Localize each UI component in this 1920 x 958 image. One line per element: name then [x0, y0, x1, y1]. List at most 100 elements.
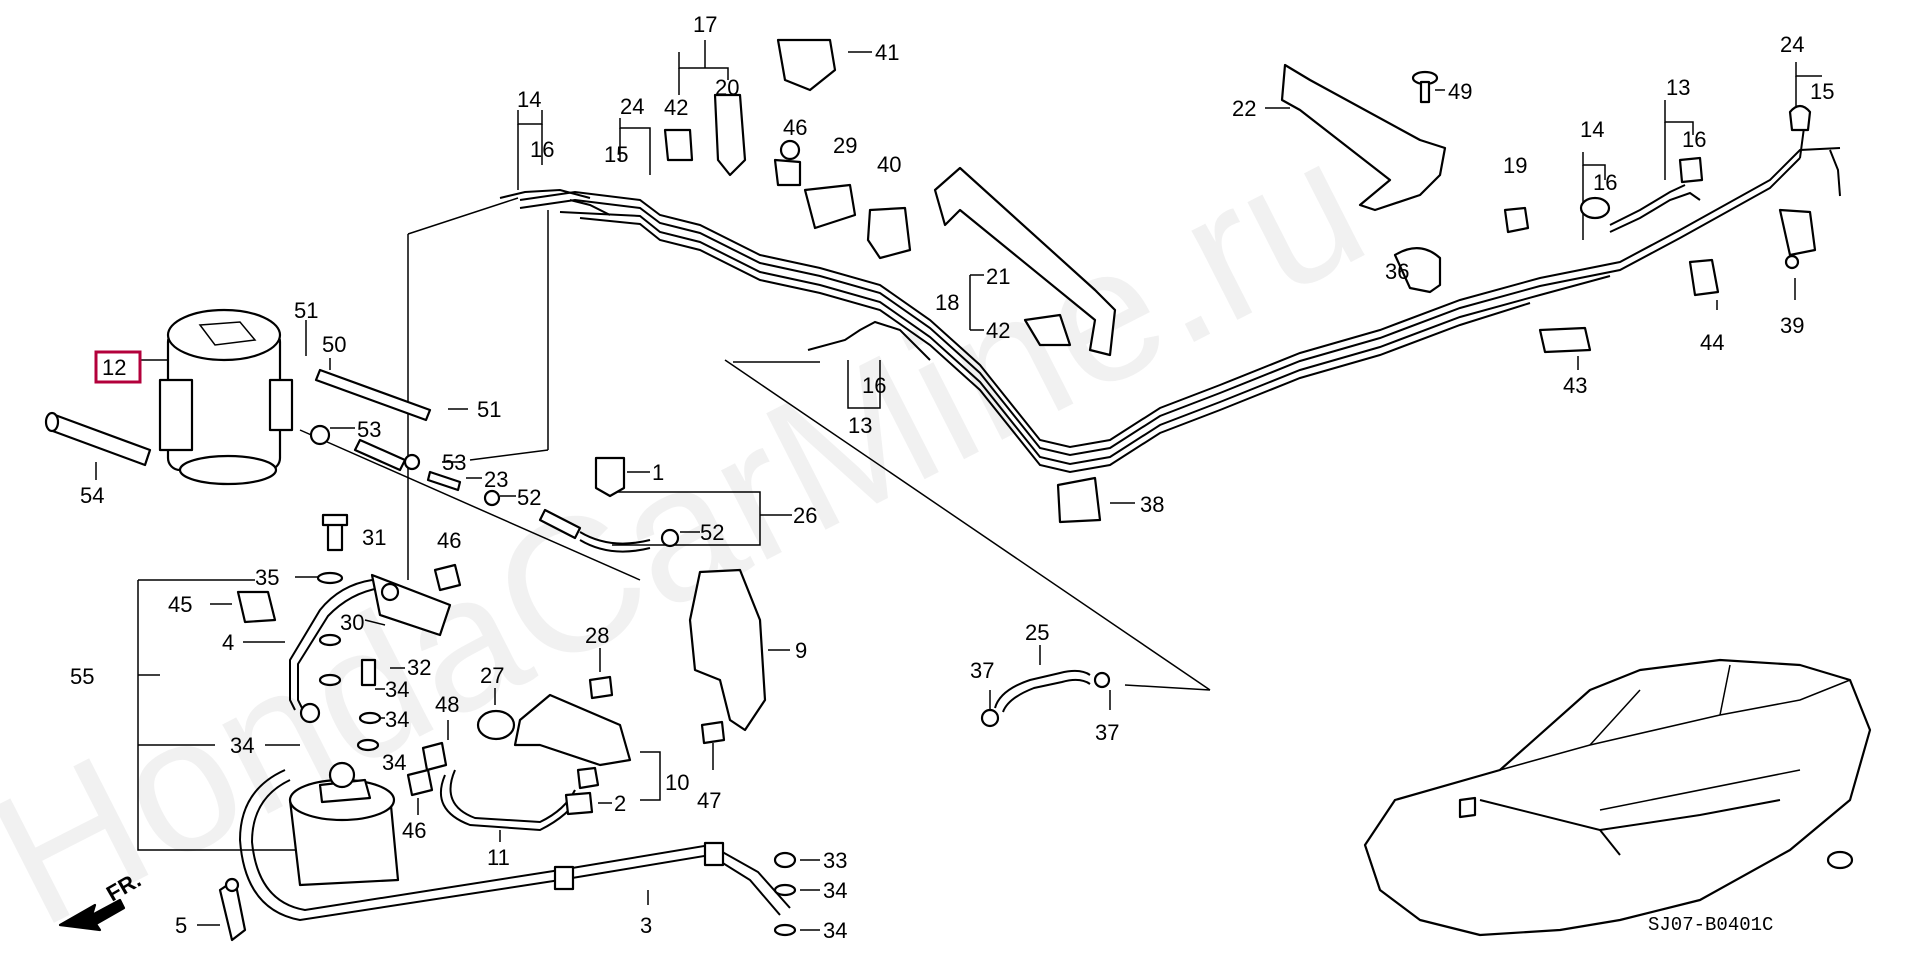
label-16: 16 — [530, 137, 554, 162]
band-11 — [440, 769, 581, 832]
label-13: 13 — [1666, 75, 1690, 100]
label-50: 50 — [322, 332, 346, 357]
label-41: 41 — [875, 40, 899, 65]
label-37: 37 — [1095, 720, 1119, 745]
label-31: 31 — [362, 525, 386, 550]
bolt-31 — [321, 513, 349, 552]
cushions — [476, 675, 614, 741]
bracket-21 — [933, 166, 1117, 357]
bracket-9 — [688, 568, 767, 732]
label-53: 53 — [357, 417, 381, 442]
hose-25 — [980, 669, 1111, 728]
label-15: 15 — [604, 142, 628, 167]
label-35: 35 — [255, 565, 279, 590]
label-54: 54 — [80, 483, 104, 508]
label-4: 4 — [222, 630, 234, 655]
label-16: 16 — [1682, 127, 1706, 152]
label-52: 52 — [517, 485, 541, 510]
label-43: 43 — [1563, 373, 1587, 398]
label-26: 26 — [793, 503, 817, 528]
label-19: 19 — [1503, 153, 1527, 178]
filter-tube — [44, 411, 152, 467]
bracket-22 — [1280, 63, 1447, 212]
label-17: 17 — [693, 12, 717, 37]
label-18: 18 — [935, 290, 959, 315]
bolts-small — [318, 563, 462, 797]
label-37: 37 — [970, 658, 994, 683]
label-34: 34 — [385, 677, 409, 702]
hose-3 — [238, 769, 791, 922]
label-34: 34 — [385, 707, 409, 732]
label-46: 46 — [783, 115, 807, 140]
label-34: 34 — [230, 733, 254, 758]
part-labels: 12 54 51 50 51 53 53 23 52 52 26 1 14 16… — [70, 12, 1834, 943]
label-34: 34 — [823, 878, 847, 903]
label-16: 16 — [862, 373, 886, 398]
label-24: 24 — [620, 94, 644, 119]
label-24: 24 — [1780, 32, 1804, 57]
label-12: 12 — [102, 355, 126, 380]
nuts-right — [773, 851, 797, 937]
label-48: 48 — [435, 692, 459, 717]
washer-35 — [316, 571, 344, 585]
label-34: 34 — [382, 750, 406, 775]
label-46: 46 — [402, 818, 426, 843]
label-13: 13 — [848, 413, 872, 438]
label-22: 22 — [1232, 96, 1256, 121]
label-27: 27 — [480, 663, 504, 688]
fuel-pipe-bundle — [499, 111, 1841, 474]
label-40: 40 — [877, 152, 901, 177]
label-15: 15 — [1810, 79, 1834, 104]
label-49: 49 — [1448, 79, 1472, 104]
label-29: 29 — [833, 133, 857, 158]
label-14: 14 — [517, 87, 541, 112]
label-34: 34 — [823, 918, 847, 943]
clip-5 — [218, 877, 247, 942]
label-36: 36 — [1385, 259, 1409, 284]
watermark: HondaCarMine.ru — [0, 97, 1395, 958]
label-42: 42 — [986, 318, 1010, 343]
fuel-pump-lower — [288, 761, 400, 887]
label-20: 20 — [715, 75, 739, 100]
label-51: 51 — [477, 397, 501, 422]
hose-4 — [289, 573, 452, 724]
car-silhouette — [1363, 658, 1872, 937]
label-53: 53 — [442, 450, 466, 475]
label-16: 16 — [1593, 170, 1617, 195]
label-30: 30 — [340, 610, 364, 635]
hose-set — [309, 368, 680, 553]
label-21: 21 — [986, 264, 1010, 289]
diagram-code: SJ07-B0401C — [1648, 914, 1773, 936]
bracket-10 — [513, 693, 632, 790]
bolt-47 — [700, 720, 726, 745]
label-5: 5 — [175, 913, 187, 938]
label-28: 28 — [585, 623, 609, 648]
plate-2 — [564, 791, 594, 816]
label-3: 3 — [640, 913, 652, 938]
top-clips — [663, 38, 912, 260]
clamp-1 — [594, 456, 626, 498]
label-47: 47 — [697, 788, 721, 813]
label-23: 23 — [484, 467, 508, 492]
label-44: 44 — [1700, 330, 1724, 355]
label-32: 32 — [407, 655, 431, 680]
label-14: 14 — [1580, 117, 1604, 142]
bolt-49 — [1411, 70, 1439, 104]
label-1: 1 — [652, 460, 664, 485]
label-52: 52 — [700, 520, 724, 545]
label-42: 42 — [664, 95, 688, 120]
highlight-box — [94, 350, 142, 384]
label-25: 25 — [1025, 620, 1049, 645]
label-55: 55 — [70, 664, 94, 689]
clip-45 — [236, 590, 277, 624]
label-9: 9 — [795, 638, 807, 663]
label-51: 51 — [294, 298, 318, 323]
label-39: 39 — [1780, 313, 1804, 338]
label-11: 11 — [487, 845, 510, 870]
label-38: 38 — [1140, 492, 1164, 517]
label-33: 33 — [823, 848, 847, 873]
right-clips — [1056, 104, 1817, 524]
label-2: 2 — [614, 791, 626, 816]
label-10: 10 — [665, 770, 689, 795]
